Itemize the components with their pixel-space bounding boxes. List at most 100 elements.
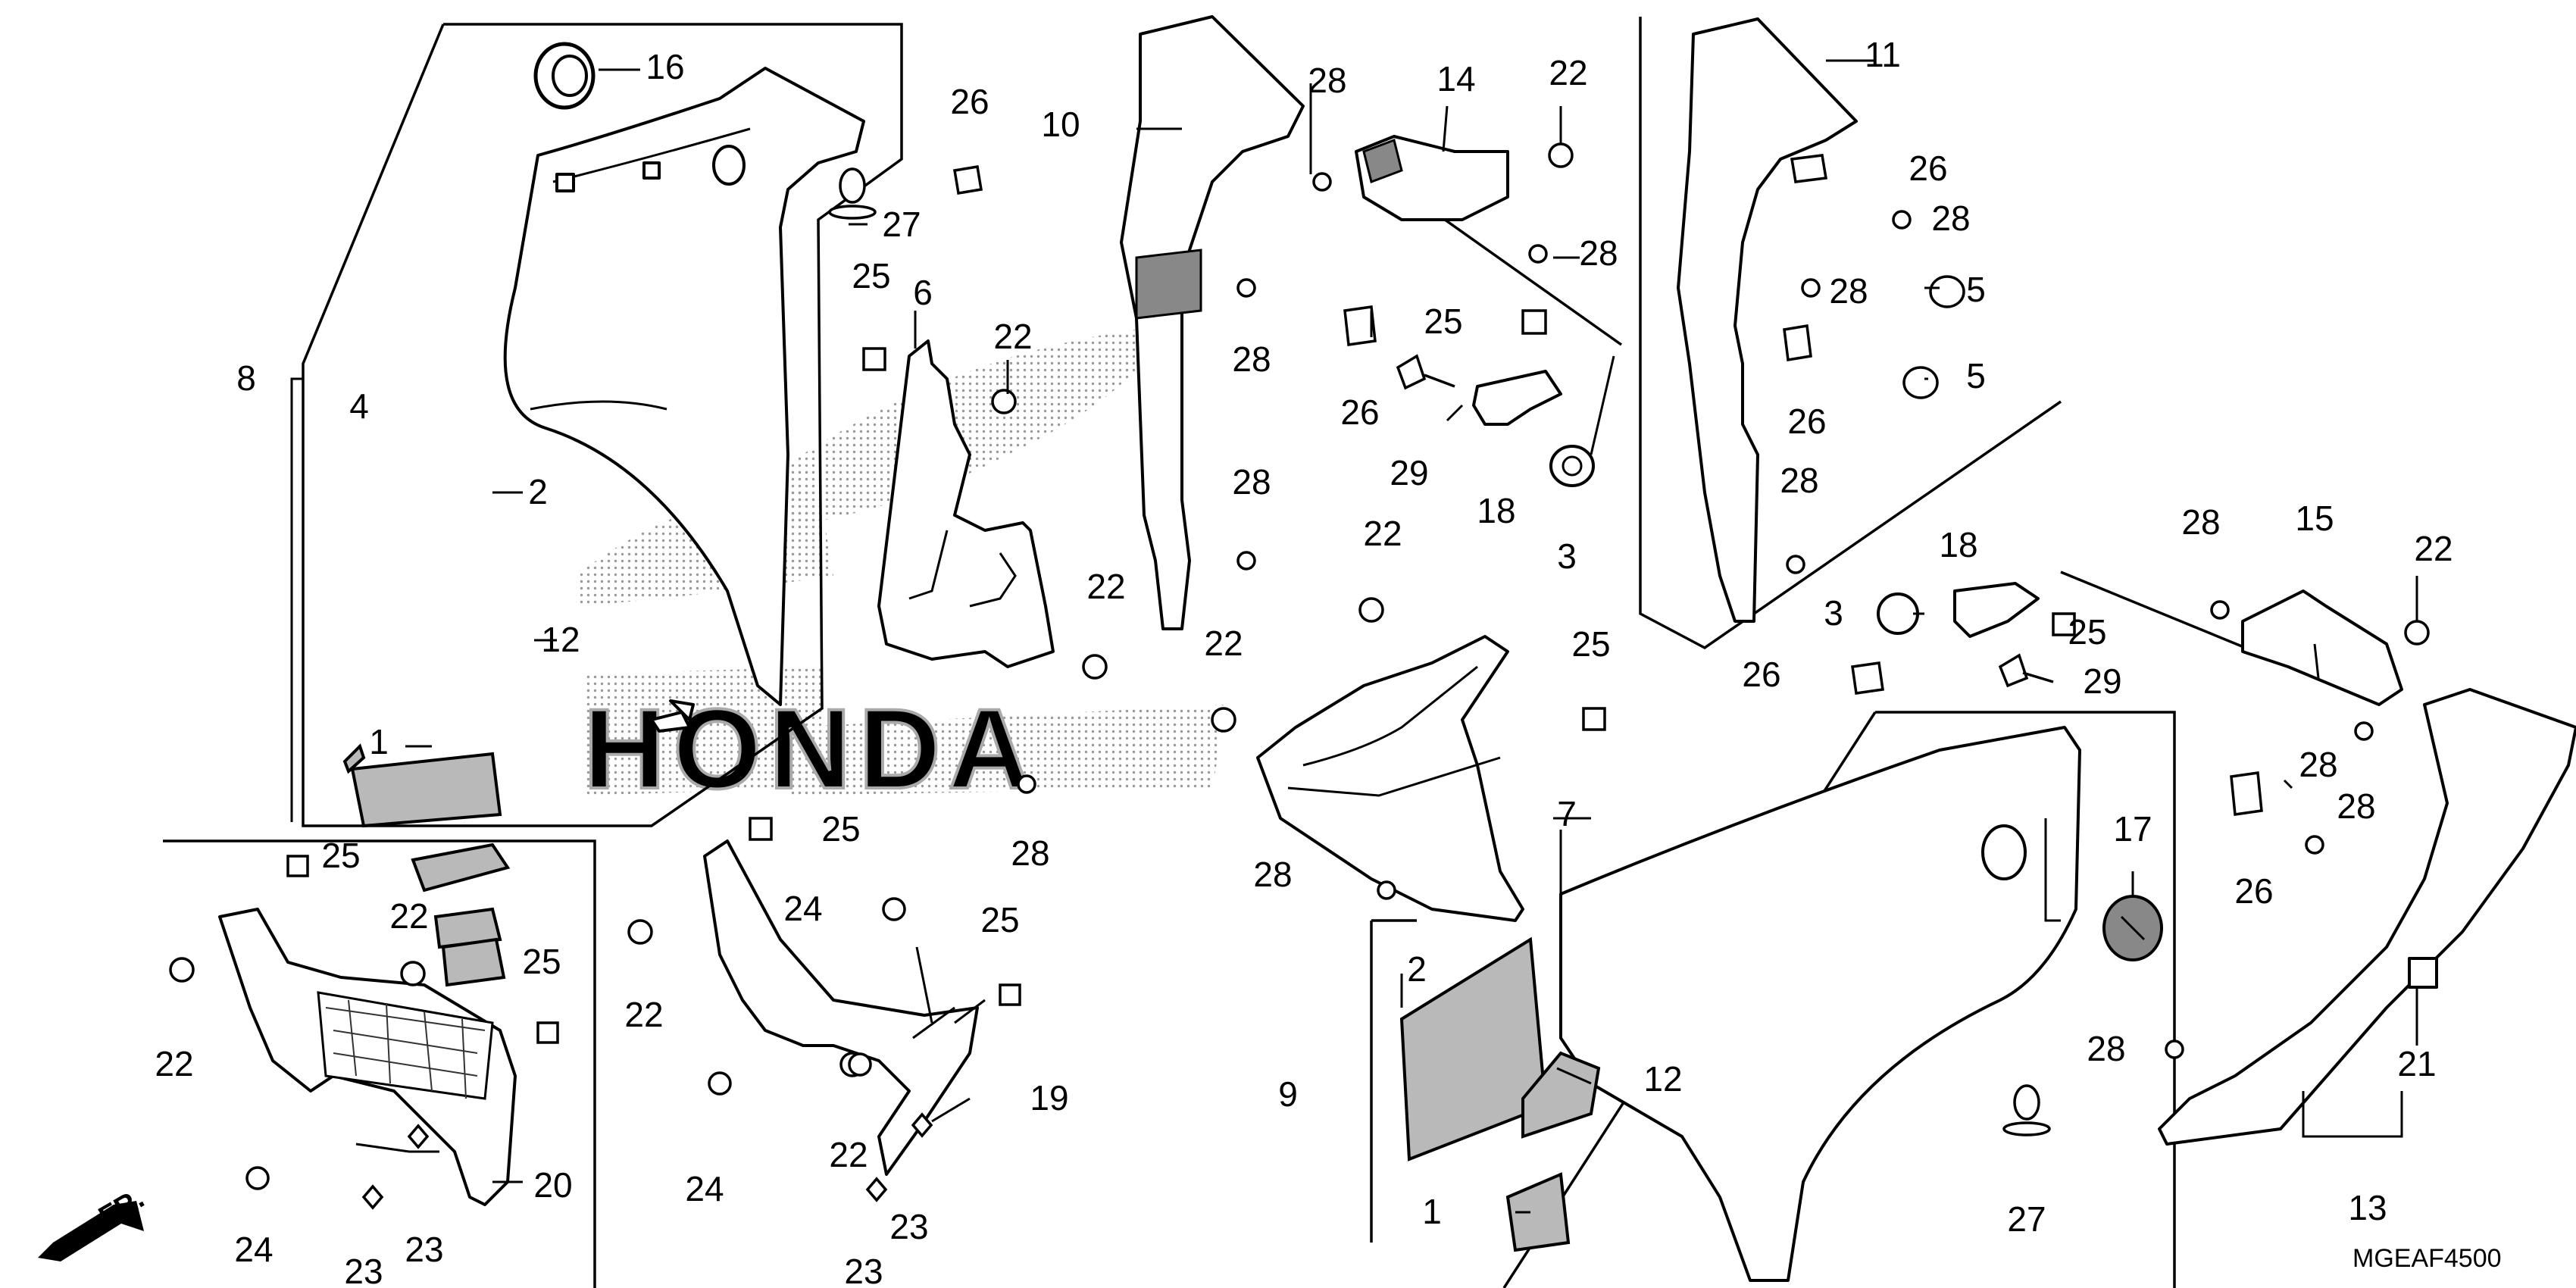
callout-28: 28 — [2087, 1029, 2125, 1068]
callout-19: 19 — [1030, 1078, 1068, 1118]
callout-22: 22 — [1549, 53, 1587, 92]
front-direction-arrow: FR. — [38, 1183, 150, 1261]
callout-27: 27 — [882, 205, 921, 244]
callout-20: 20 — [533, 1165, 572, 1205]
callout-1: 1 — [1422, 1192, 1442, 1231]
callout-18: 18 — [1939, 525, 1977, 564]
callout-26: 26 — [1787, 402, 1826, 441]
callout-21: 21 — [2397, 1044, 2436, 1083]
callout-2: 2 — [528, 472, 548, 511]
callout-2: 2 — [1407, 949, 1427, 989]
callout-3: 3 — [1557, 536, 1577, 576]
callout-25: 25 — [1424, 302, 1462, 341]
callout-28: 28 — [1232, 339, 1271, 379]
callout-26: 26 — [2234, 871, 2273, 911]
part-18-bracket-left — [1472, 370, 1562, 426]
callout-16: 16 — [646, 47, 684, 86]
callout-28: 28 — [2181, 502, 2220, 542]
part-9-side-cover — [1559, 726, 2081, 1282]
callout-25: 25 — [522, 942, 561, 981]
callout-26: 26 — [1742, 655, 1780, 694]
front-inner-cover — [503, 67, 865, 733]
callout-29: 29 — [1390, 453, 1428, 492]
callout-27: 27 — [2007, 1199, 2046, 1239]
callout-12: 12 — [541, 620, 580, 659]
callout-5: 5 — [1966, 270, 1986, 309]
callout-22: 22 — [829, 1135, 868, 1174]
callout-22: 22 — [389, 896, 428, 936]
callout-22: 22 — [1363, 514, 1402, 553]
callout-23: 23 — [844, 1252, 883, 1288]
callout-28: 28 — [1011, 833, 1049, 873]
callout-15: 15 — [2295, 499, 2334, 538]
part-7-lower-cover — [1256, 635, 1524, 922]
callout-9: 9 — [1278, 1074, 1298, 1114]
callout-10: 10 — [1041, 105, 1080, 144]
callout-25: 25 — [980, 900, 1019, 939]
part-16-grommet — [533, 42, 596, 110]
part-3-grommet-right — [1877, 592, 1919, 635]
callout-28: 28 — [1232, 462, 1271, 502]
callout-26: 26 — [1340, 392, 1379, 432]
fasteners — [169, 142, 2430, 1210]
callout-11: 11 — [1865, 35, 1901, 74]
part-10-duct — [1120, 15, 1305, 630]
part-13-trim — [2158, 688, 2576, 1146]
callout-25: 25 — [321, 836, 360, 875]
callout-25: 25 — [852, 256, 890, 295]
callout-24: 24 — [685, 1169, 724, 1208]
honda-logo-text: HONDA — [583, 685, 1038, 812]
callout-25: 25 — [1571, 624, 1610, 664]
callout-28: 28 — [1829, 271, 1868, 311]
part-11-duct — [1677, 17, 1858, 623]
callout-23: 23 — [405, 1230, 443, 1269]
callout-28: 28 — [1780, 461, 1818, 500]
callout-3: 3 — [1824, 593, 1843, 633]
callout-24: 24 — [234, 1230, 273, 1269]
callout-29: 29 — [2083, 661, 2121, 701]
callout-22: 22 — [155, 1044, 193, 1083]
callout-7: 7 — [1557, 794, 1577, 833]
drawing-code: MGEAF4500 — [2352, 1244, 2502, 1273]
callout-22: 22 — [624, 995, 663, 1034]
callout-23: 23 — [344, 1252, 383, 1288]
callout-28: 28 — [1253, 855, 1292, 894]
assembly-frames — [163, 17, 2357, 1288]
callout-1: 1 — [369, 722, 389, 761]
callout-22: 22 — [993, 317, 1032, 356]
callout-13: 13 — [2348, 1188, 2387, 1227]
part-21-pad — [2408, 957, 2438, 989]
callout-28: 28 — [2299, 745, 2337, 784]
part-6-bracket — [877, 339, 1055, 668]
callout-12: 12 — [1643, 1059, 1682, 1099]
callout-17: 17 — [2113, 809, 2152, 849]
callout-14: 14 — [1436, 59, 1475, 98]
callout-28: 28 — [2337, 786, 2375, 826]
callout-24: 24 — [783, 889, 822, 928]
callout-28: 28 — [1308, 61, 1346, 100]
callout-26: 26 — [950, 82, 989, 121]
callout-22: 22 — [1086, 567, 1125, 606]
callout-8: 8 — [236, 358, 256, 398]
part-15-bracket — [2241, 589, 2403, 706]
leader-lines — [290, 59, 2418, 1214]
callout-23: 23 — [889, 1207, 928, 1246]
callout-26: 26 — [1909, 148, 1947, 188]
part-20-grille — [218, 908, 517, 1206]
pads-left — [342, 743, 511, 987]
callout-25: 25 — [2068, 612, 2106, 652]
part-14-bracket — [1355, 135, 1509, 221]
callout-18: 18 — [1477, 491, 1515, 530]
part-18-bracket-right — [1953, 582, 2040, 638]
callout-5: 5 — [1966, 356, 1986, 395]
part-17-cap — [2102, 895, 2163, 961]
pads-right — [1399, 936, 1601, 1252]
callout-6: 6 — [913, 273, 933, 312]
callout-22: 22 — [2414, 529, 2453, 568]
callout-22: 22 — [1204, 624, 1243, 663]
callout-28: 28 — [1931, 199, 1970, 238]
callout-25: 25 — [821, 809, 860, 849]
callout-4: 4 — [349, 386, 369, 426]
